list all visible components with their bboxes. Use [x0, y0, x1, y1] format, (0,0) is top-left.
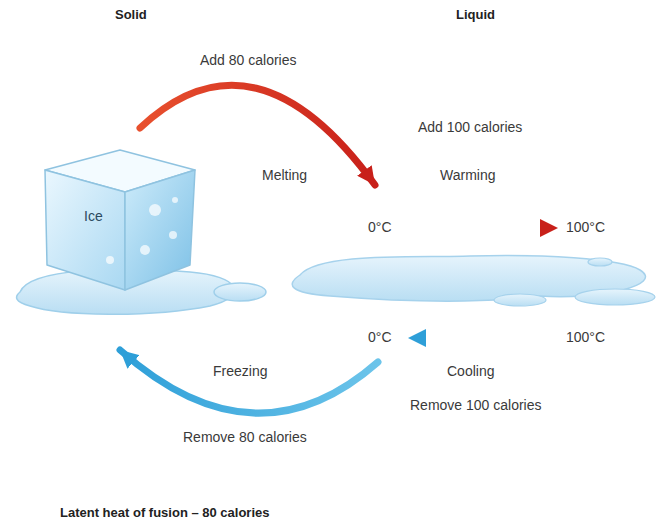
temperature-label: 0°C	[368, 220, 392, 235]
process-label: Cooling	[447, 364, 494, 379]
energy-label: Add 80 calories	[200, 53, 297, 68]
state-heading: Solid	[115, 8, 147, 22]
state-heading: Liquid	[456, 8, 495, 22]
process-label: Warming	[440, 168, 496, 183]
energy-label: Add 100 calories	[418, 120, 522, 135]
temperature-label: 100°C	[566, 330, 605, 345]
temperature-label: 100°C	[566, 220, 605, 235]
water-puddle	[292, 256, 655, 306]
warming-arrow	[410, 225, 558, 231]
energy-label: Remove 100 calories	[410, 398, 542, 413]
caption: Latent heat of fusion – 80 calories	[60, 506, 270, 520]
freezing-arrow	[120, 350, 378, 413]
node-label: Ice	[84, 208, 103, 224]
process-label: Melting	[262, 168, 307, 183]
process-label: Freezing	[213, 364, 267, 379]
cube-outline	[25, 140, 205, 300]
ice-cube: Ice	[25, 140, 205, 300]
temperature-label: 0°C	[368, 330, 392, 345]
energy-label: Remove 80 calories	[183, 430, 307, 445]
cooling-arrow	[408, 335, 556, 341]
